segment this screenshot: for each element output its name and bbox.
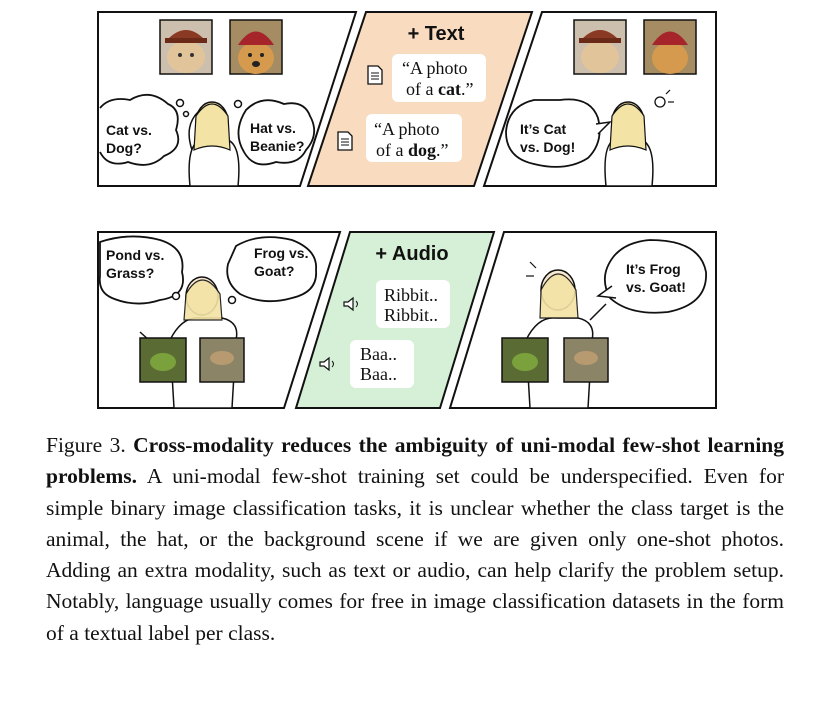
- thought-text-hat-beanie: Hat vs. Beanie?: [250, 120, 304, 154]
- speech-bubble-frog-goat: [604, 239, 707, 314]
- goat-on-grass-photo: [199, 337, 245, 383]
- frog-in-pond-photo: [139, 337, 187, 383]
- dog-in-beanie-photo: [229, 19, 283, 75]
- document-icon: [337, 131, 353, 151]
- enlightened-girl-figure: [604, 101, 654, 187]
- audio-panel-title: + Audio: [375, 243, 448, 265]
- thought-text-cat-dog: Cat vs. Dog?: [106, 122, 156, 156]
- cat-in-hat-photo: [159, 19, 213, 75]
- quote-text-cat: “A photo of a cat.”: [402, 58, 473, 99]
- document-icon: [367, 65, 383, 85]
- quote-box-cat: [392, 54, 486, 102]
- speech-text-cat-dog: It’s Cat vs. Dog!: [520, 121, 575, 155]
- puzzled-girl-figure: [188, 101, 240, 187]
- thought-bubble-cat-dog: [99, 94, 180, 166]
- lightbulb-icon: [654, 89, 674, 108]
- text-panel-title: + Text: [408, 23, 465, 45]
- dog-in-beanie-photo: [643, 19, 697, 75]
- quote-text-dog: “A photo of a dog.”: [374, 119, 449, 160]
- thought-bubble-frog-goat: [226, 236, 317, 303]
- text-modality-row: Cat vs. Dog? Hat vs. Beanie? + Text: [97, 11, 717, 187]
- thought-text-frog-goat: Frog vs. Goat?: [254, 245, 312, 279]
- sound-box-frog: [376, 280, 450, 328]
- quote-box-dog: [366, 114, 462, 162]
- sound-box-goat: [350, 340, 414, 388]
- figure-label: Figure 3.: [46, 433, 126, 457]
- goat-on-grass-photo: [563, 337, 609, 383]
- caption-title: Cross-modality reduces the ambiguity of …: [46, 433, 784, 489]
- sound-text-frog: Ribbit.. Ribbit..: [384, 285, 443, 325]
- thought-bubble-hat-beanie: [237, 99, 316, 166]
- speaker-icon: [343, 296, 358, 312]
- speech-bubble-cat-dog: [505, 98, 601, 168]
- figure-3-illustration: Cat vs. Dog? Hat vs. Beanie? + Text: [97, 11, 717, 409]
- thought-text-pond-grass: Pond vs. Grass?: [106, 247, 168, 281]
- speaker-icon: [319, 356, 334, 372]
- figure-caption: Figure 3. Cross-modality reduces the amb…: [46, 430, 784, 649]
- audio-modality-row: Pond vs. Grass? Frog vs. Goat? + Audio: [97, 231, 717, 409]
- speech-text-frog-goat: It’s Frog vs. Goat!: [626, 261, 686, 295]
- cat-in-hat-photo: [573, 19, 627, 75]
- caption-body: A uni-modal few-shot training set could …: [46, 464, 784, 645]
- sound-text-goat: Baa.. Baa..: [360, 344, 401, 384]
- frog-in-pond-photo: [501, 337, 549, 383]
